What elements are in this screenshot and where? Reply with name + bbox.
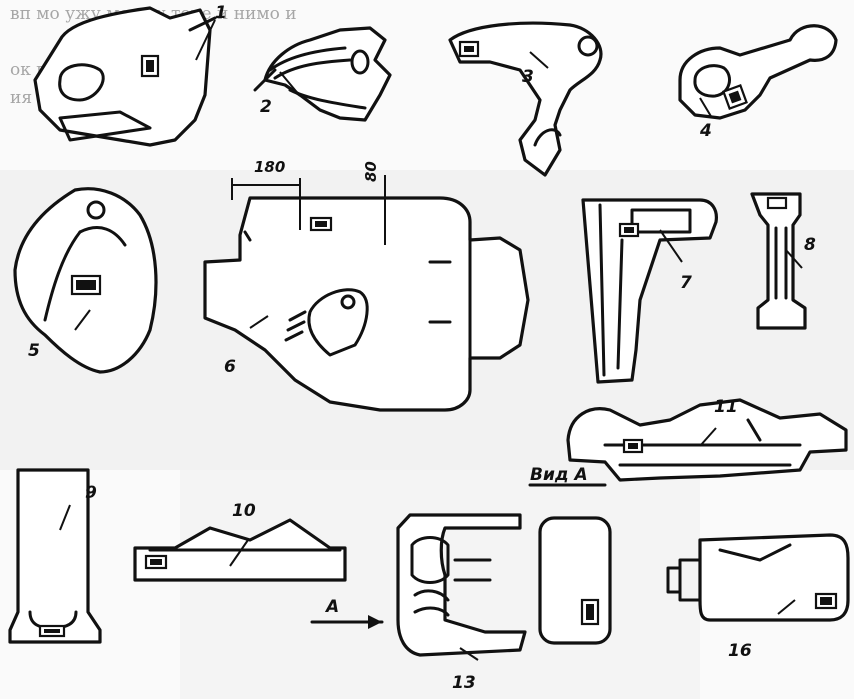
part-label-6: 6 — [224, 357, 236, 377]
part-8-drawing — [750, 192, 807, 330]
part-label-2: 2 — [260, 97, 272, 117]
part-16-drawing — [666, 533, 850, 622]
part-label-7: 7 — [680, 273, 692, 293]
part-5-drawing — [13, 187, 158, 374]
dimension-80: 80 — [362, 161, 380, 182]
part-label-11: 11 — [714, 397, 738, 417]
part-7-drawing — [581, 198, 718, 384]
view-a-label: Вид А — [530, 465, 588, 485]
part-6-drawing — [203, 175, 530, 412]
view-a-panel — [528, 483, 612, 645]
part-4-drawing — [678, 24, 838, 120]
part-label-3: 3 — [522, 67, 534, 87]
leader-lines — [59, 19, 803, 661]
part-label-10: 10 — [232, 501, 256, 521]
part-label-4: 4 — [699, 121, 712, 141]
view-arrow — [310, 615, 384, 629]
background-text-line: ия — [10, 88, 33, 108]
part-label-5: 5 — [28, 341, 40, 361]
part-label-1: 1 — [215, 3, 227, 23]
part-label-9: 9 — [85, 483, 97, 503]
part-label-13: 13 — [452, 673, 476, 693]
part-1-drawing — [33, 6, 217, 147]
part-2-drawing — [253, 26, 392, 122]
part-13-drawing — [396, 513, 527, 657]
part-label-16: 16 — [728, 641, 752, 661]
part-11-drawing — [566, 398, 848, 482]
part-3-drawing — [448, 21, 603, 177]
part-9-drawing — [8, 468, 102, 644]
arrow-a-label: А — [324, 597, 339, 617]
dimension-180: 180 — [254, 158, 285, 176]
part-label-8: 8 — [804, 235, 816, 255]
